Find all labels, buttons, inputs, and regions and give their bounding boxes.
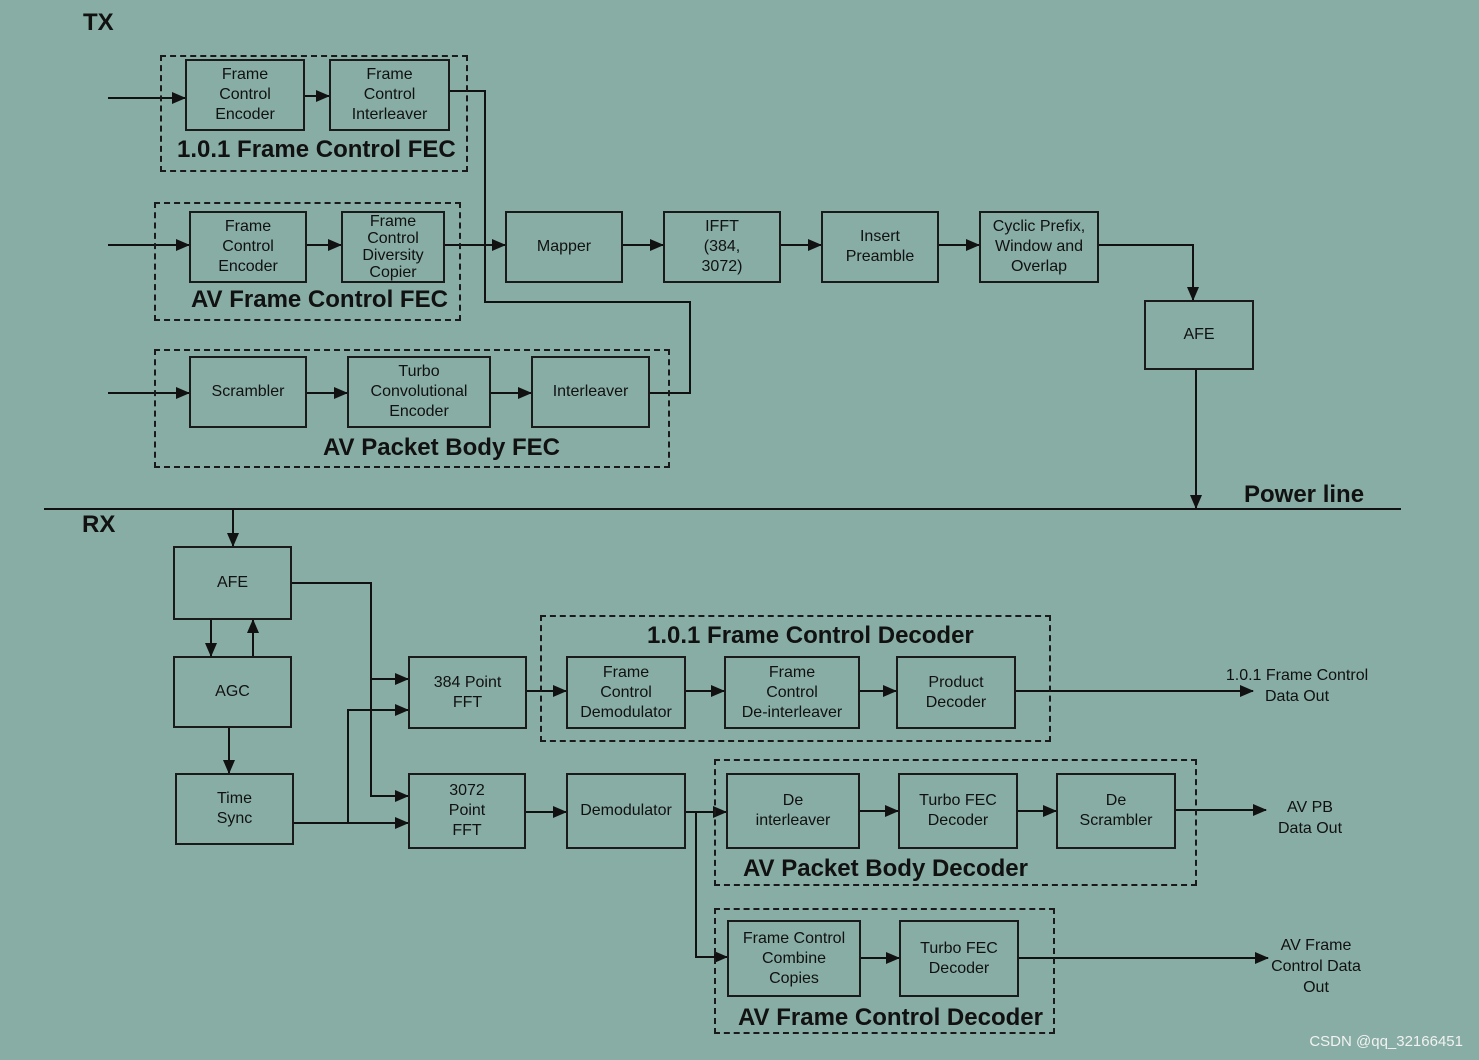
av-packet-body-fec-title: AV Packet Body FEC (323, 434, 560, 461)
frame-control-fec-title: 1.0.1 Frame Control FEC (177, 136, 456, 163)
frame-control-decoder-group (540, 615, 1051, 742)
av-frame-control-decoder-title: AV Frame Control Decoder (738, 1004, 1043, 1031)
diversity-copier-block: Frame Control Diversity Copier (341, 211, 445, 283)
tx-label: TX (83, 9, 114, 36)
fc-deinterleaver-block: Frame Control De-interleaver (724, 656, 860, 729)
agc-block: AGC (173, 656, 292, 728)
frame-control-fec-group (160, 55, 468, 172)
av-packet-body-fec-group (154, 349, 670, 468)
insert-preamble-block: Insert Preamble (821, 211, 939, 283)
mapper-block: Mapper (505, 211, 623, 283)
turbo-decoder-2-block: Turbo FEC Decoder (899, 920, 1019, 997)
time-sync-block: Time Sync (175, 773, 294, 845)
frame-control-interleaver-block: Frame Control Interleaver (329, 59, 450, 131)
fc-demodulator-block: Frame Control Demodulator (566, 656, 686, 729)
demodulator-block: Demodulator (566, 773, 686, 849)
ifft-block: IFFT (384, 3072) (663, 211, 781, 283)
watermark: CSDN @qq_32166451 (1309, 1033, 1463, 1050)
fft-3072-block: 3072 Point FFT (408, 773, 526, 849)
scrambler-block: Scrambler (189, 356, 307, 428)
packet-body-decoder-title: AV Packet Body Decoder (743, 855, 1028, 882)
fft-384-block: 384 Point FFT (408, 656, 527, 729)
packet-body-decoder-group (714, 759, 1197, 886)
power-line-label: Power line (1244, 481, 1365, 508)
frame-control-decoder-title: 1.0.1 Frame Control Decoder (647, 622, 974, 649)
turbo-encoder-block: Turbo Convolutional Encoder (347, 356, 491, 428)
frame-control-data-out-label: 1.0.1 Frame Control Data Out (1225, 667, 1369, 705)
av-fc-data-out-label: AV Frame Control Data Out (1271, 937, 1361, 996)
turbo-decoder-block: Turbo FEC Decoder (898, 773, 1018, 849)
descrambler-block: De Scrambler (1056, 773, 1176, 849)
product-decoder-block: Product Decoder (896, 656, 1016, 729)
combine-copies-block: Frame Control Combine Copies (727, 920, 861, 997)
av-frame-control-fec-title: AV Frame Control FEC (191, 286, 448, 313)
interleaver-block: Interleaver (531, 356, 650, 428)
av-frame-control-fec-group (154, 202, 461, 321)
rx-afe-block: AFE (173, 546, 292, 620)
av-pb-data-out-label: AV PB Data Out (1277, 799, 1343, 837)
cyclic-prefix-block: Cyclic Prefix, Window and Overlap (979, 211, 1099, 283)
tx-afe-block: AFE (1144, 300, 1254, 370)
rx-label: RX (82, 511, 116, 538)
av-frame-control-encoder-block: Frame Control Encoder (189, 211, 307, 283)
deinterleaver-block: De interleaver (726, 773, 860, 849)
frame-control-encoder-block: Frame Control Encoder (185, 59, 305, 131)
av-frame-control-decoder-group (714, 908, 1055, 1034)
